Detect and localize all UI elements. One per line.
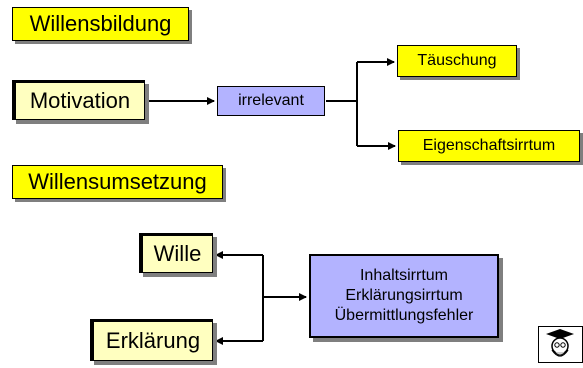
node-irrelevant: irrelevant bbox=[217, 86, 325, 116]
node-motivation-label: Motivation bbox=[29, 88, 131, 113]
node-motivation: Motivation bbox=[12, 80, 145, 120]
node-irrtuemer-line-1: Inhaltsirrtum bbox=[359, 267, 449, 284]
node-irrtuemer-line-2: Erklärungsirrtum bbox=[345, 287, 463, 304]
professor-clipart-icon bbox=[538, 326, 583, 363]
node-irrtuemer-line-3: Übermittlungsfehler bbox=[334, 307, 474, 324]
node-eigenschaftsirrtum: Eigenschaftsirrtum bbox=[398, 130, 580, 162]
node-irrtuemer: Inhaltsirrtum Erklärungsirrtum Übermittl… bbox=[309, 254, 499, 338]
node-erklaerung: Erklärung bbox=[90, 319, 213, 361]
node-taeuschung-label: Täuschung bbox=[417, 52, 497, 69]
heading-willensumsetzung-label: Willensumsetzung bbox=[28, 169, 207, 194]
heading-willensbildung-label: Willensbildung bbox=[29, 11, 172, 36]
heading-willensumsetzung: Willensumsetzung bbox=[12, 165, 223, 199]
node-wille-label: Wille bbox=[153, 241, 202, 266]
node-irrelevant-label: irrelevant bbox=[238, 92, 304, 109]
heading-willensbildung: Willensbildung bbox=[12, 7, 189, 41]
node-eigenschaftsirrtum-label: Eigenschaftsirrtum bbox=[422, 137, 556, 154]
node-erklaerung-label: Erklärung bbox=[105, 328, 201, 353]
node-taeuschung: Täuschung bbox=[397, 45, 517, 77]
node-wille: Wille bbox=[139, 233, 213, 273]
